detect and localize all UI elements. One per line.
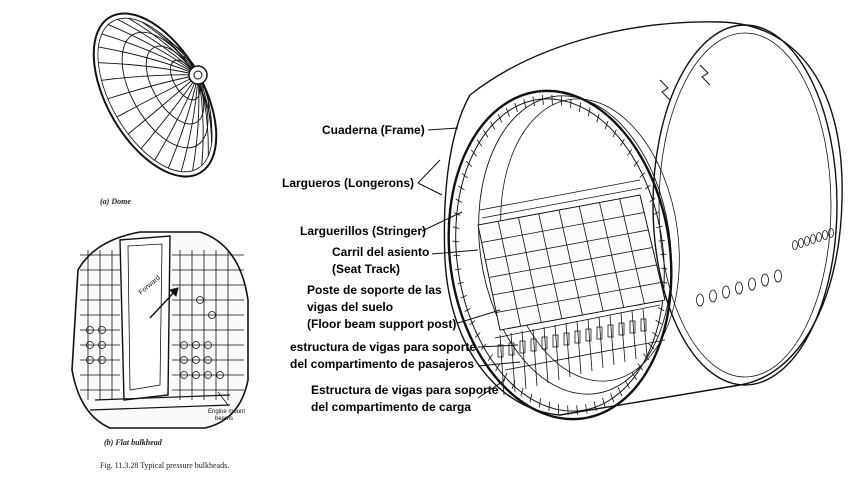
label-passenger-2: del compartimento de pasajeros <box>290 357 475 371</box>
label-frame: Cuaderna (Frame) <box>322 123 425 137</box>
label-stringer: Larguerillos (Stringer) <box>300 224 427 238</box>
engine-mount-label-1: Engine mount <box>208 409 246 415</box>
figure-caption: Fig. 11.3.28 Typical pressure bulkheads. <box>100 461 230 470</box>
callout-leader-lines <box>417 127 521 399</box>
engine-mount-label-2: beams <box>215 416 234 422</box>
fuselage-section-drawing <box>443 21 843 421</box>
label-cargo-1: Estructura de vigas para soporte <box>311 383 499 397</box>
label-floor-post-3: (Floor beam support post) <box>307 317 457 331</box>
label-seat-track-2: (Seat Track) <box>332 262 401 276</box>
label-passenger-1: estructura de vigas para soporte <box>290 340 477 354</box>
label-seat-track-1: Carril del asiento <box>332 245 430 259</box>
label-cargo-2: del compartimento de carga <box>311 400 472 414</box>
label-floor-post-1: Poste de soporte de las <box>307 283 442 297</box>
dome-caption: (a) Dome <box>100 197 131 206</box>
flat-bulkhead-drawing <box>71 231 249 429</box>
label-floor-post-2: vigas del suelo <box>307 300 394 314</box>
flat-bulkhead-caption: (b) Flat bulkhead <box>104 438 162 447</box>
label-longerons: Largueros (Longerons) <box>282 176 415 190</box>
dome-bulkhead-drawing <box>92 12 218 178</box>
